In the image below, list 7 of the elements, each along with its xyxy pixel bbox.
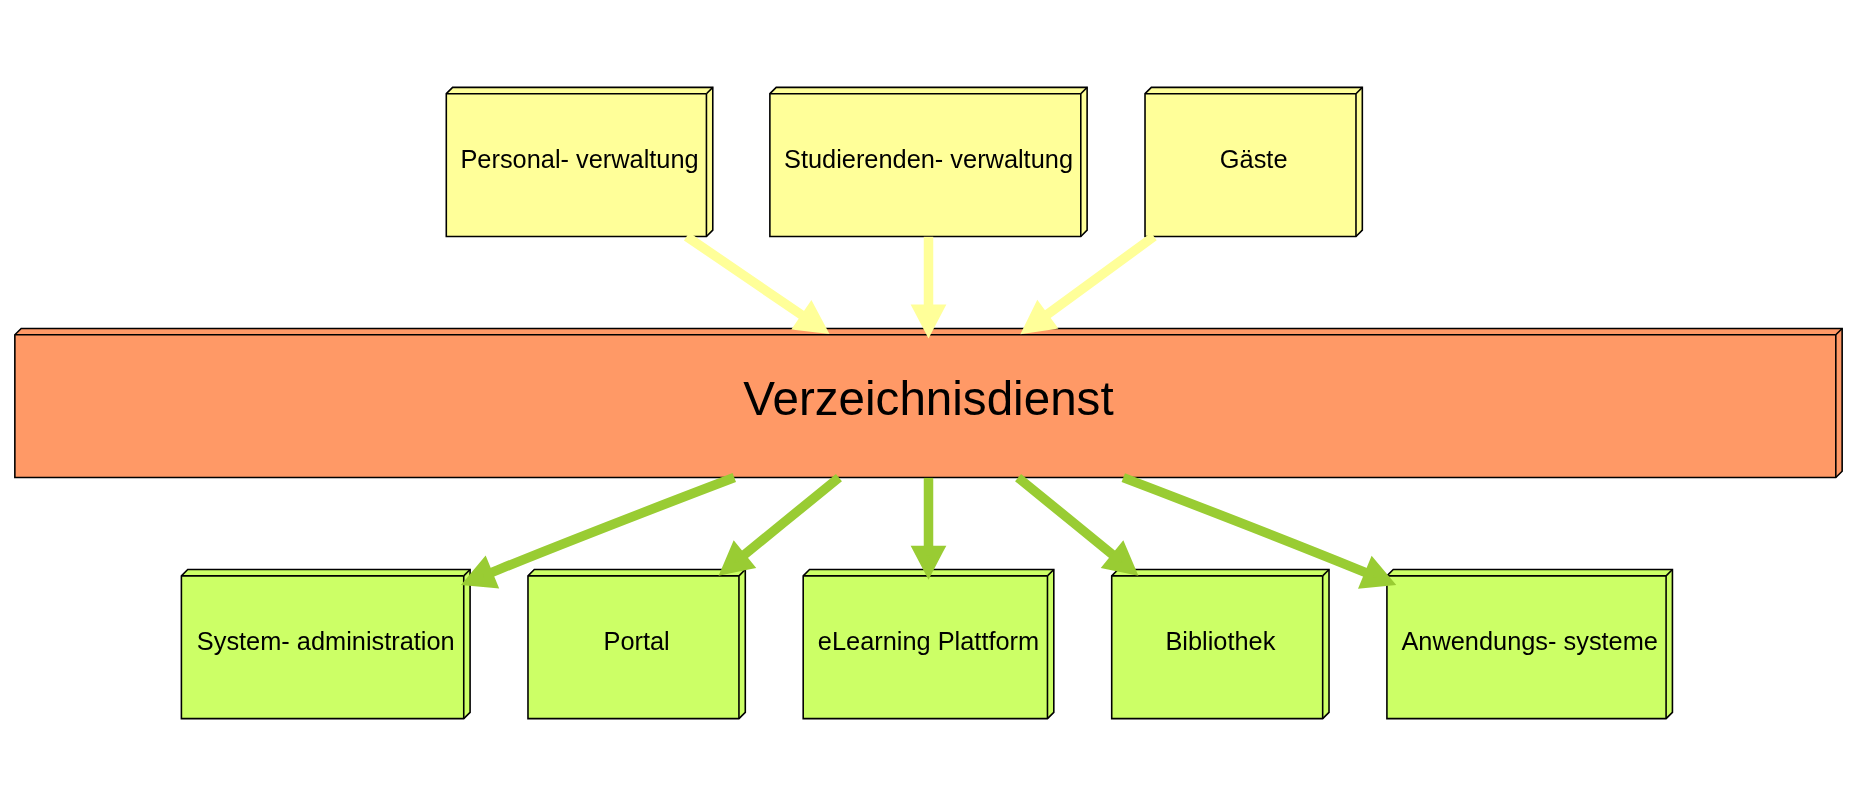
arrow [910, 236, 947, 339]
arrow [910, 477, 947, 580]
arrow [460, 472, 736, 589]
arrow [1015, 473, 1139, 576]
arrow [1020, 232, 1157, 334]
arrow [683, 232, 830, 334]
arrow [1121, 472, 1397, 589]
